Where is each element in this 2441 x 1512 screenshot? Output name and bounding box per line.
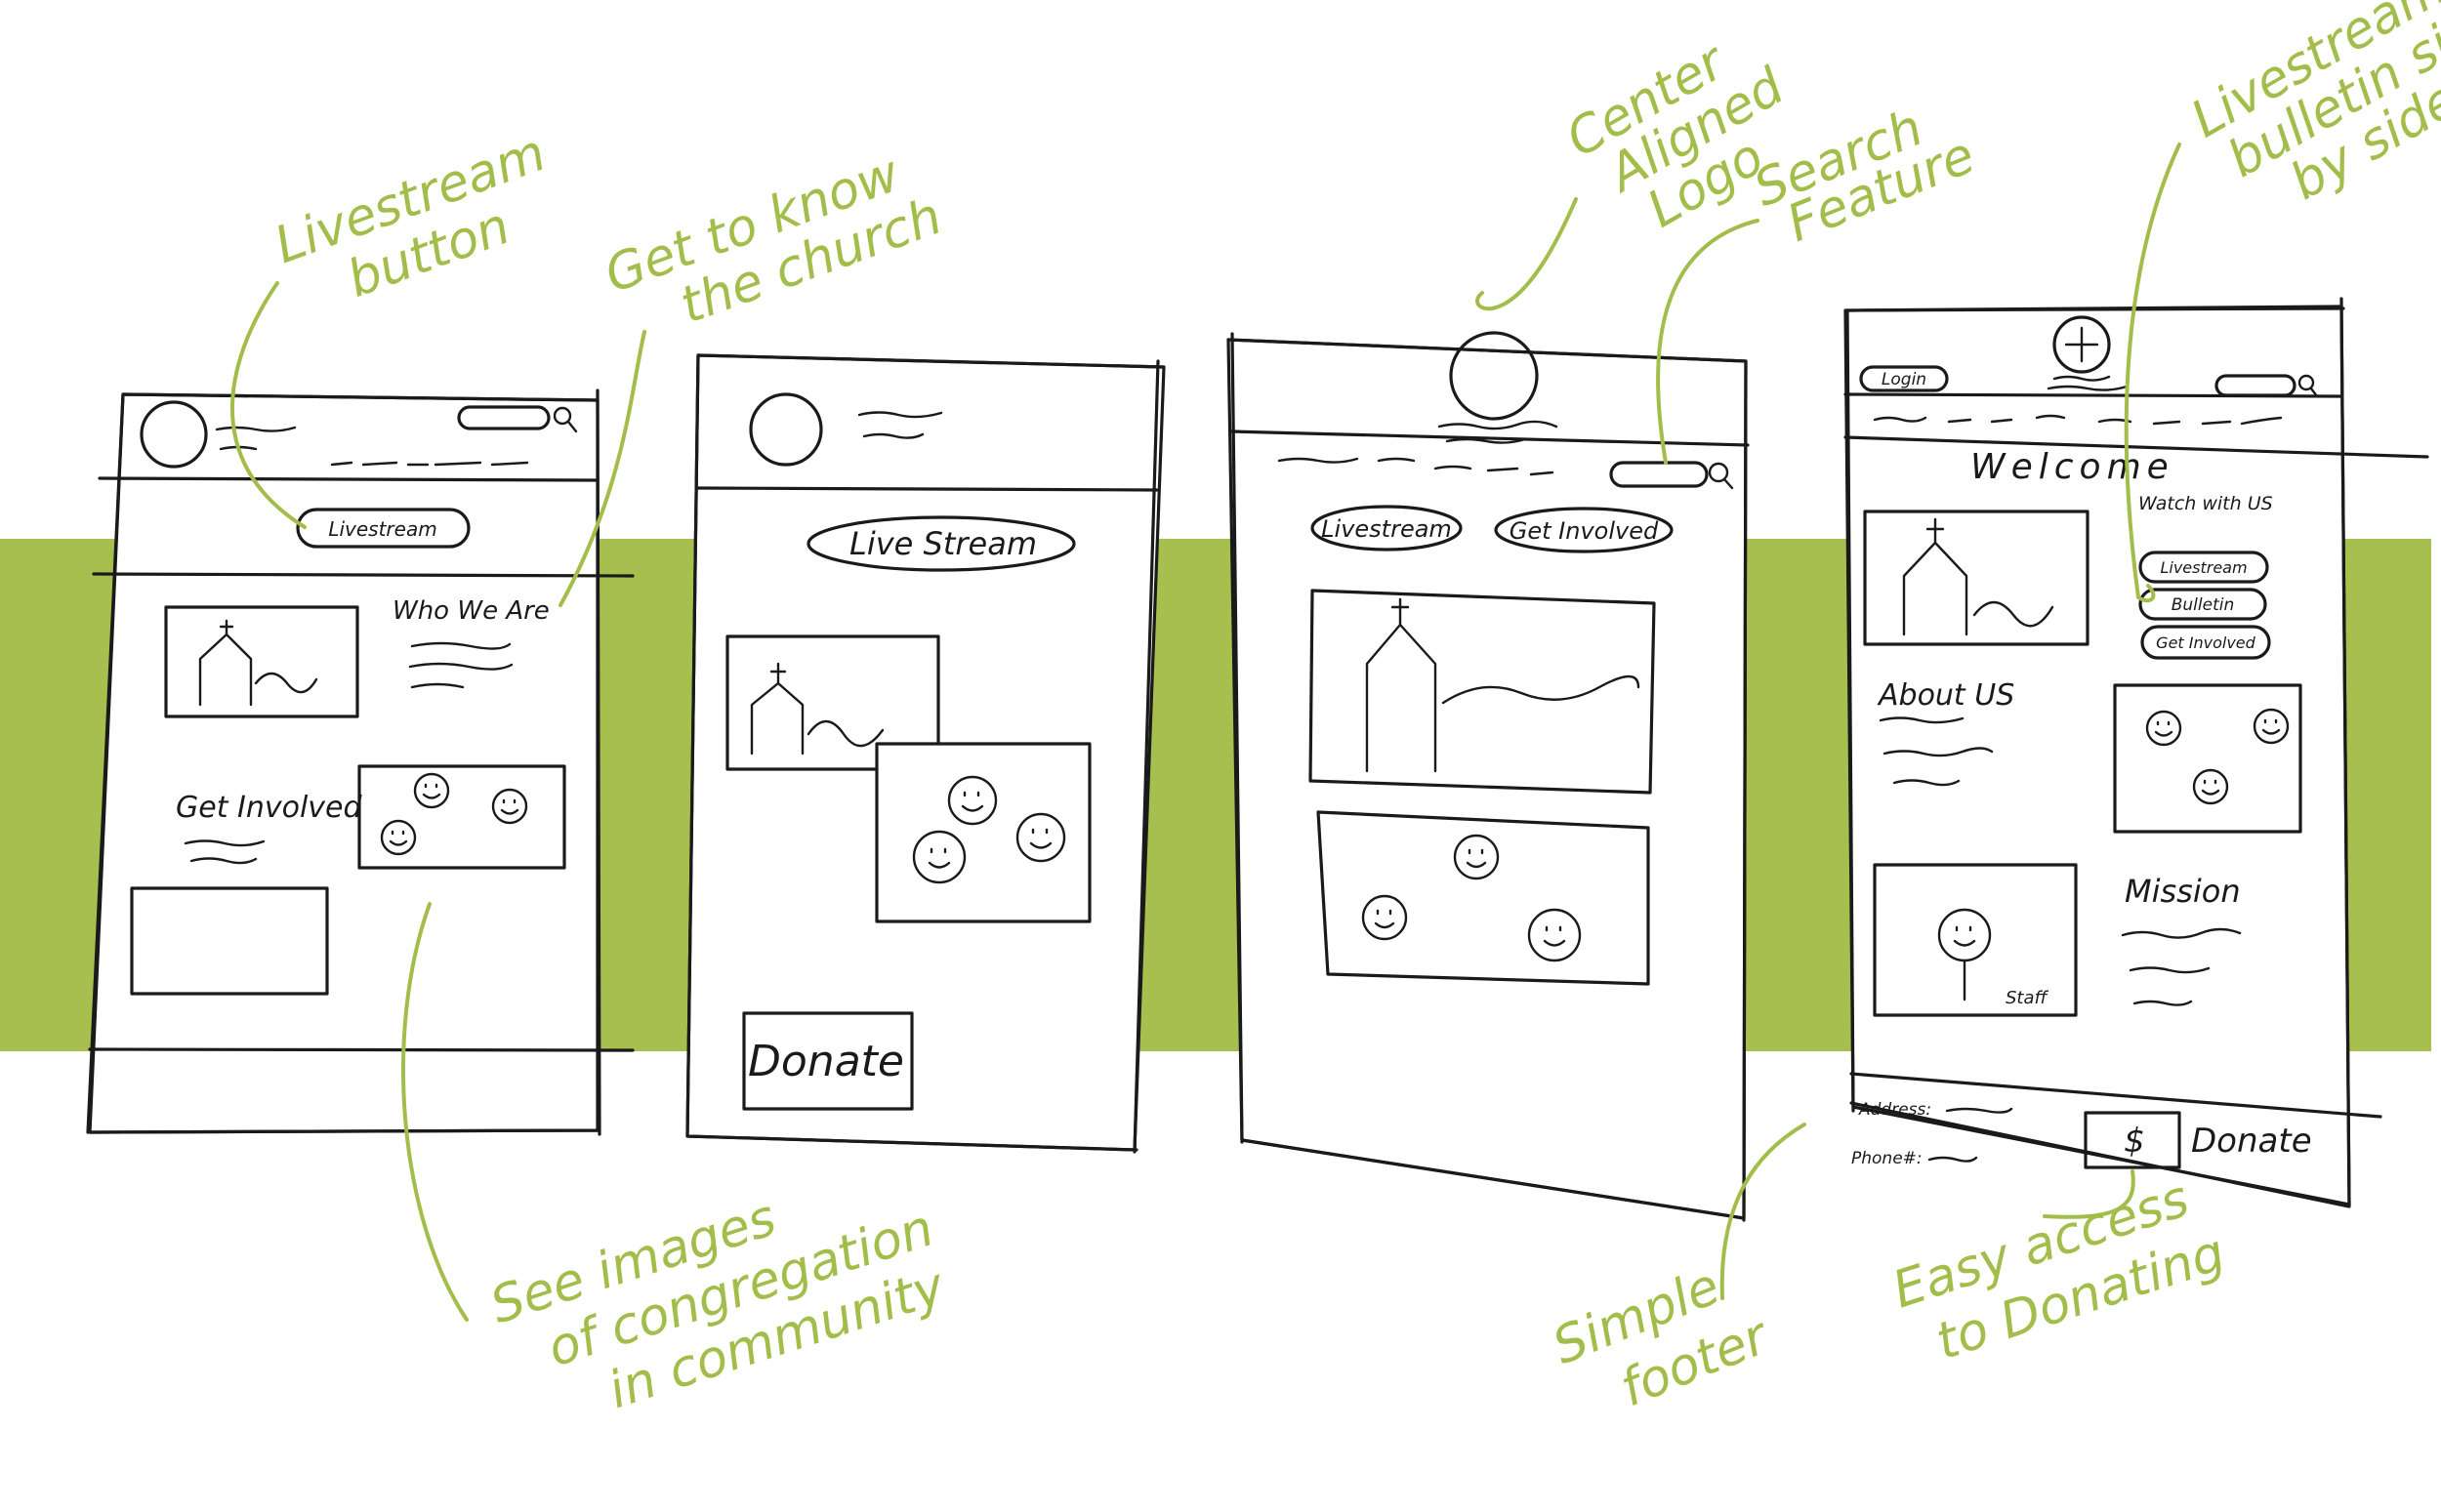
svg-text:Livestream button: Livestream button: [268, 118, 588, 329]
login-button-label: Login: [1882, 370, 1926, 389]
wireframe-sketch-4: Login Welcome Watch with US Livestream B…: [1845, 299, 2427, 1206]
svg-text:Easy access to Donating: Easy access to Donating: [1885, 1165, 2231, 1380]
get-involved-heading: Get Involved: [176, 791, 363, 825]
watch-with-us-label: Watch with US: [2138, 493, 2273, 514]
svg-text:Simple footer: Simple footer: [1545, 1246, 1778, 1436]
phone-label: Phone#:: [1851, 1149, 1923, 1168]
bulletin-button-label: Bulletin: [2172, 595, 2235, 615]
get-involved-button-label: Get Involved: [2156, 633, 2255, 652]
donate-button-label: Donate: [2191, 1122, 2312, 1161]
mission-heading: Mission: [2125, 873, 2241, 910]
livestream-button-label: Livestream: [328, 517, 436, 541]
livestream-button-label: Live Stream: [849, 525, 1037, 562]
svg-text:Get to know the church: Get to know the church: [598, 136, 949, 356]
wireframe-sketch-3: Livestream Get Involved: [1228, 333, 1748, 1220]
dollar-sign: $: [2124, 1122, 2145, 1161]
welcome-heading: Welcome: [1970, 447, 2174, 487]
svg-text:See images of congregati: See images of congregation in community: [483, 1138, 973, 1447]
livestream-button-label: Livestream: [2160, 558, 2247, 577]
livestream-button-label: Livestream: [1321, 515, 1452, 543]
wireframe-sketch-1: Livestream Who We Are Get Involved: [88, 390, 633, 1134]
donate-button-label: Donate: [748, 1037, 904, 1086]
get-involved-button-label: Get Involved: [1510, 517, 1659, 545]
congregation-image: [877, 744, 1090, 921]
staff-label: Staff: [2006, 988, 2049, 1008]
annotation-easy-donating: Easy access to Donating: [1885, 1165, 2231, 1380]
wireframe-sketch-2: Live Stream Donate: [687, 355, 1164, 1152]
svg-text:Livestream & bulletin si: Livestream & bulletin side by side: [2182, 0, 2441, 239]
address-label: Address:: [1858, 1100, 1931, 1120]
about-us-heading: About US: [1877, 678, 2014, 713]
who-we-are-heading: Who We Are: [393, 596, 550, 626]
